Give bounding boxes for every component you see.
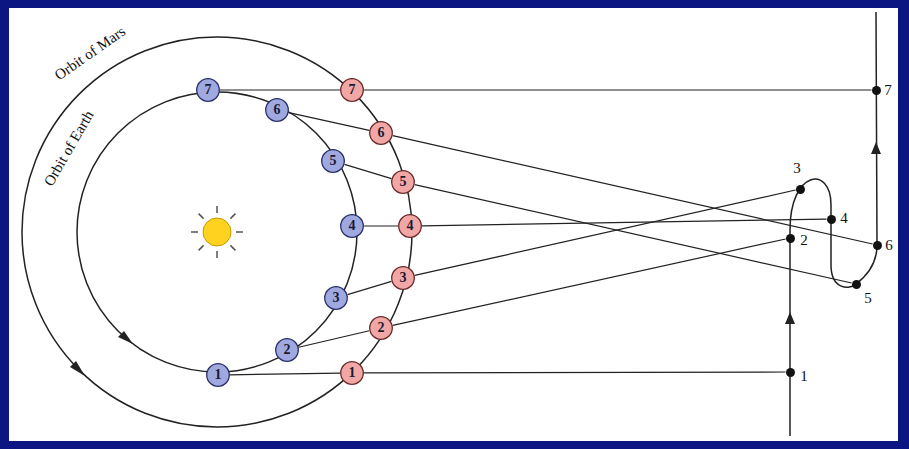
- path-arrowhead: [785, 312, 795, 324]
- orbit-label: Orbit of Earth: [41, 108, 96, 188]
- callout-number: 2: [378, 321, 385, 335]
- position-number: 2: [800, 233, 808, 248]
- picture-ground: [9, 8, 898, 441]
- position-dot: [852, 280, 861, 289]
- callout-number: 3: [400, 271, 407, 285]
- mars-position: 5: [391, 170, 415, 194]
- sky-position: 4: [827, 215, 836, 224]
- callout-number: 5: [330, 154, 337, 168]
- callout-number: 2: [284, 343, 291, 357]
- earth-position: 2: [275, 338, 299, 362]
- callout-number: 5: [400, 175, 407, 189]
- callout-number: 6: [378, 126, 385, 140]
- callout-number: 3: [333, 291, 340, 305]
- callout-number: 7: [205, 83, 212, 97]
- position-dot: [827, 215, 836, 224]
- position-number: 7: [884, 83, 892, 98]
- orbit-label: Orbit of Mars: [52, 23, 128, 83]
- callout-number: 4: [349, 219, 356, 233]
- position-number: 6: [885, 238, 893, 253]
- position-number: 1: [800, 369, 808, 384]
- callout-number: 1: [349, 366, 356, 380]
- sight-line: [393, 136, 873, 244]
- sight-line: [364, 89, 872, 90]
- sky-position: 5: [852, 280, 861, 289]
- sky-position: 7: [872, 86, 881, 95]
- sight-line: [347, 281, 391, 294]
- sight-line: [393, 239, 786, 325]
- position-dot: [872, 86, 881, 95]
- position-dot: [786, 368, 795, 377]
- callout-number: 6: [274, 103, 281, 117]
- mars-position: 1: [340, 361, 364, 385]
- earth-position: 3: [324, 286, 348, 310]
- earth-position: 4: [340, 214, 364, 238]
- path-arrowhead: [871, 142, 881, 154]
- sight-line: [230, 373, 340, 375]
- sight-line: [422, 219, 827, 226]
- earth-position: 1: [206, 363, 230, 387]
- orbit-arrowhead: [70, 361, 85, 376]
- sky-position: 1: [786, 368, 795, 377]
- apparent-path: [790, 12, 877, 436]
- earth-position: 5: [321, 149, 345, 173]
- sky-position: 3: [796, 185, 805, 194]
- sky-position: 2: [786, 234, 795, 243]
- sight-line: [289, 113, 370, 131]
- mars-position: 3: [391, 266, 415, 290]
- earth-orbit: [77, 92, 357, 372]
- mars-position: 6: [369, 121, 393, 145]
- sight-line: [415, 190, 796, 275]
- sight-line: [364, 225, 398, 226]
- earth-position: 6: [265, 98, 289, 122]
- mars-orbit: [22, 37, 412, 427]
- earth-position: 7: [196, 78, 220, 102]
- position-number: 5: [864, 291, 872, 306]
- sun-symbol: [191, 206, 243, 258]
- position-number: 4: [840, 211, 848, 226]
- mars-position: 4: [398, 214, 422, 238]
- position-number: 3: [793, 161, 801, 176]
- sky-position: 6: [873, 241, 882, 250]
- position-dot: [873, 241, 882, 250]
- callout-number: 7: [349, 83, 356, 97]
- callout-number: 1: [215, 368, 222, 382]
- sight-line: [364, 371, 786, 373]
- position-dot: [786, 234, 795, 243]
- callout-number: 4: [407, 219, 414, 233]
- sight-line: [299, 331, 370, 348]
- mars-position: 7: [340, 78, 364, 102]
- sight-line: [344, 164, 391, 178]
- sight-line: [415, 185, 852, 283]
- sight-line: [220, 89, 340, 90]
- position-dot: [796, 185, 805, 194]
- mars-position: 2: [369, 316, 393, 340]
- orbit-arrowhead: [118, 331, 133, 344]
